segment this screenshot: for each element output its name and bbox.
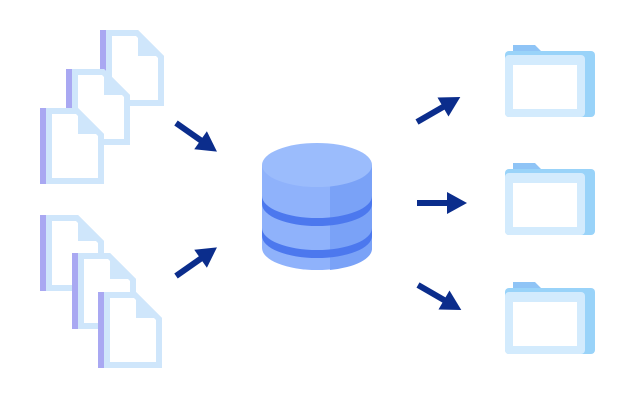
document-icon [98, 292, 162, 368]
arrow-icon [170, 114, 224, 161]
arrow-icon [412, 87, 466, 131]
document-stack-top [40, 30, 164, 184]
arrow-icon [413, 275, 467, 319]
arrow-icon [417, 192, 467, 214]
folder-icon [505, 282, 595, 354]
folder-icon [505, 45, 595, 117]
database-icon [262, 143, 373, 270]
arrow-icon [170, 238, 224, 285]
folder-icon [505, 163, 595, 235]
document-stack-bottom [40, 215, 162, 368]
